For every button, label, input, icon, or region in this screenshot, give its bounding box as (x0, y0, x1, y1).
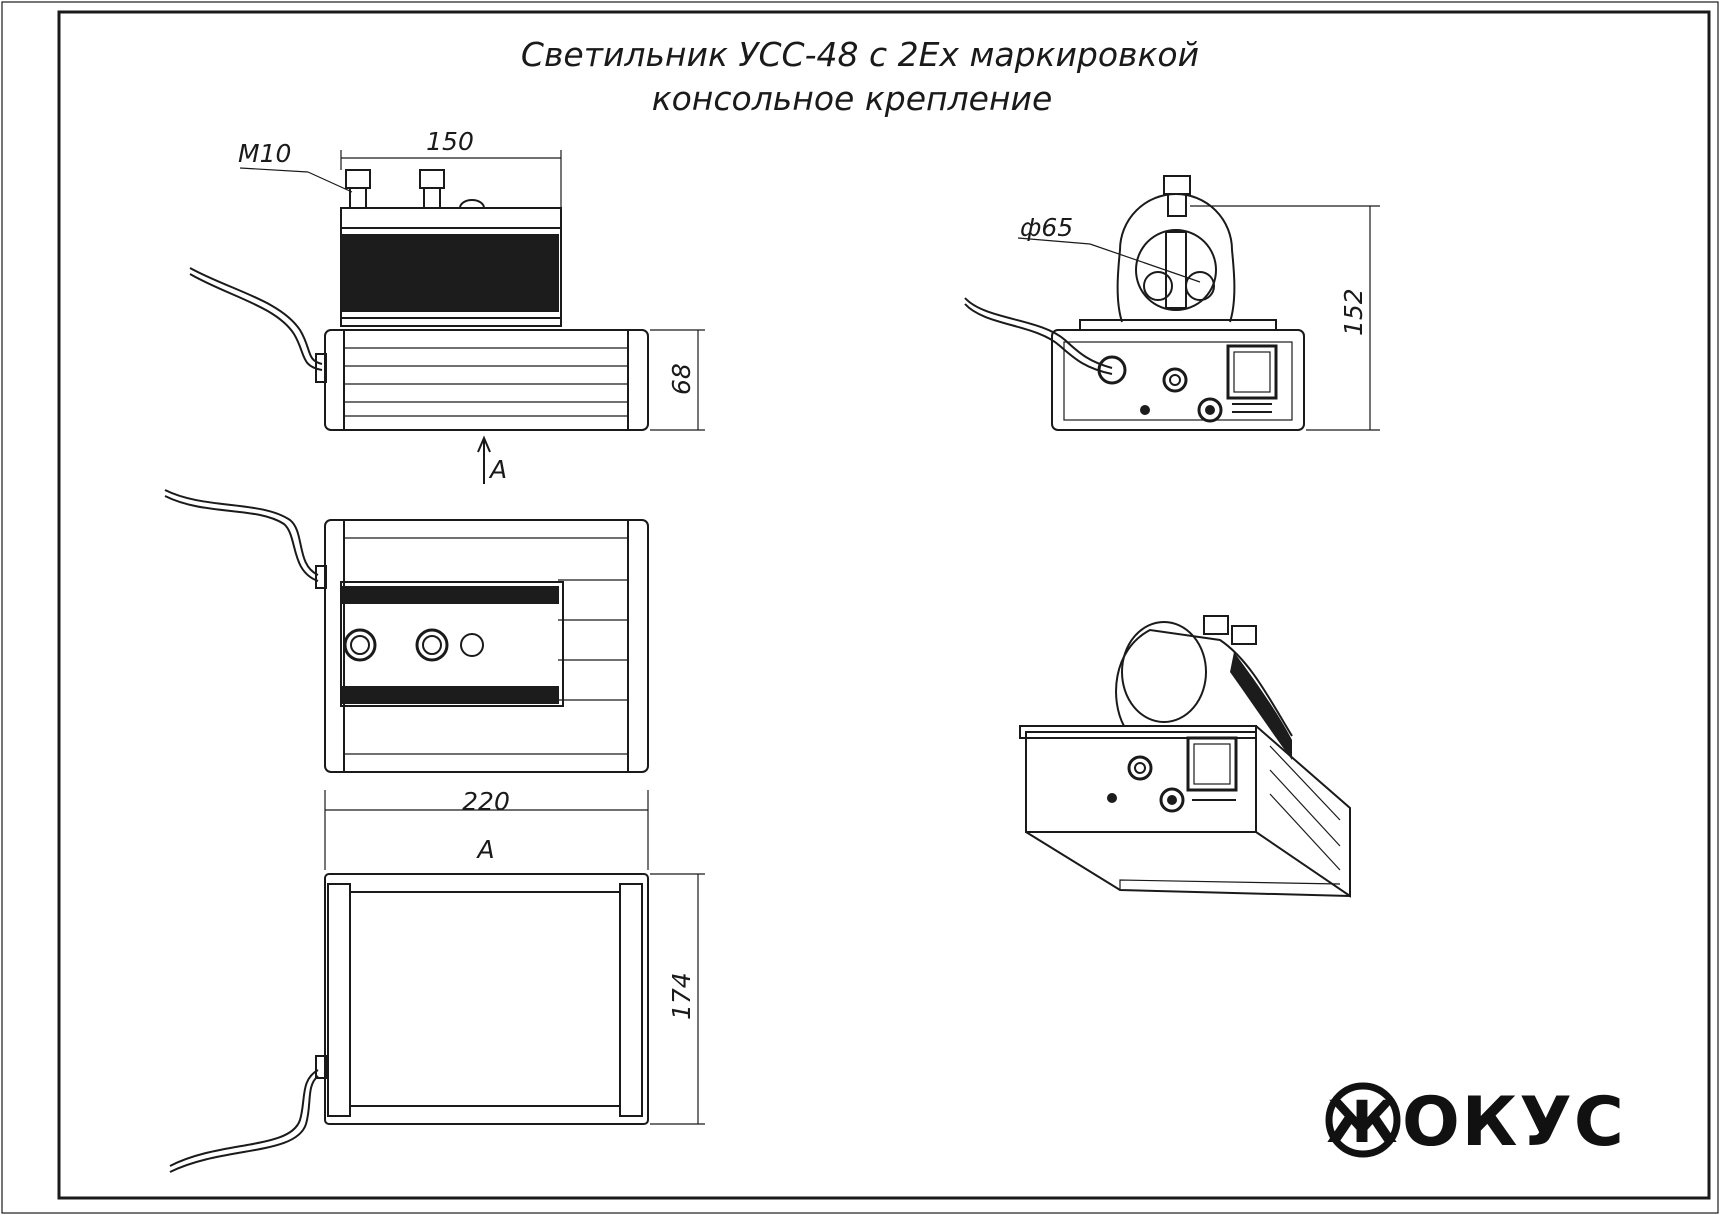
front-view: ф65 152 (964, 175, 1380, 431)
drawing-frame (57, 10, 1711, 1200)
dim-thread: M10 (238, 139, 291, 168)
pipe-clamp (1116, 193, 1236, 323)
dim-total-length: 220 (462, 787, 510, 816)
housing (324, 329, 649, 431)
housing-bottom (324, 873, 649, 1125)
cable (189, 267, 323, 365)
logo-emblem (1325, 1082, 1401, 1158)
top-view (164, 489, 649, 773)
iso-housing-front (1025, 731, 1257, 833)
dim-mount-length: 150 (426, 127, 474, 156)
bolt-front (1163, 175, 1191, 195)
iso-housing-side (1255, 725, 1351, 898)
bolt-2 (419, 169, 445, 189)
nameplate (1226, 344, 1278, 400)
logo: Ж ОКУС (1325, 1082, 1626, 1162)
cable-gland (1097, 355, 1127, 385)
housing-top (324, 519, 649, 773)
bottom-view: 220 A 174 (169, 787, 705, 1173)
isometric-view (1019, 615, 1351, 898)
dim-total-height: 152 (1339, 288, 1368, 336)
pipe (1135, 229, 1217, 311)
bolt-top-1 (343, 628, 377, 662)
title-line-2: консольное крепление (652, 79, 1053, 118)
housing-front (1051, 329, 1305, 431)
dim-width: 174 (667, 972, 696, 1020)
clamp-top (340, 581, 564, 707)
title-line-1: Светильник УСС-48 с 2Ex маркировкой (521, 35, 1199, 74)
logo-glyph: Ж (1327, 1088, 1400, 1156)
clamp-body (341, 234, 559, 312)
iso-pipe (1115, 628, 1293, 737)
bolt-1 (345, 169, 371, 189)
view-marker: A (488, 455, 507, 484)
lens (349, 891, 621, 1107)
dim-pipe-diameter: ф65 (1020, 213, 1073, 242)
side-view: 150 M10 68 A (189, 127, 705, 484)
bolt-top-2 (415, 628, 449, 662)
logo-text: ОКУС (1402, 1083, 1626, 1162)
dim-height-front: 68 (667, 363, 696, 395)
view-label: A (475, 835, 494, 864)
